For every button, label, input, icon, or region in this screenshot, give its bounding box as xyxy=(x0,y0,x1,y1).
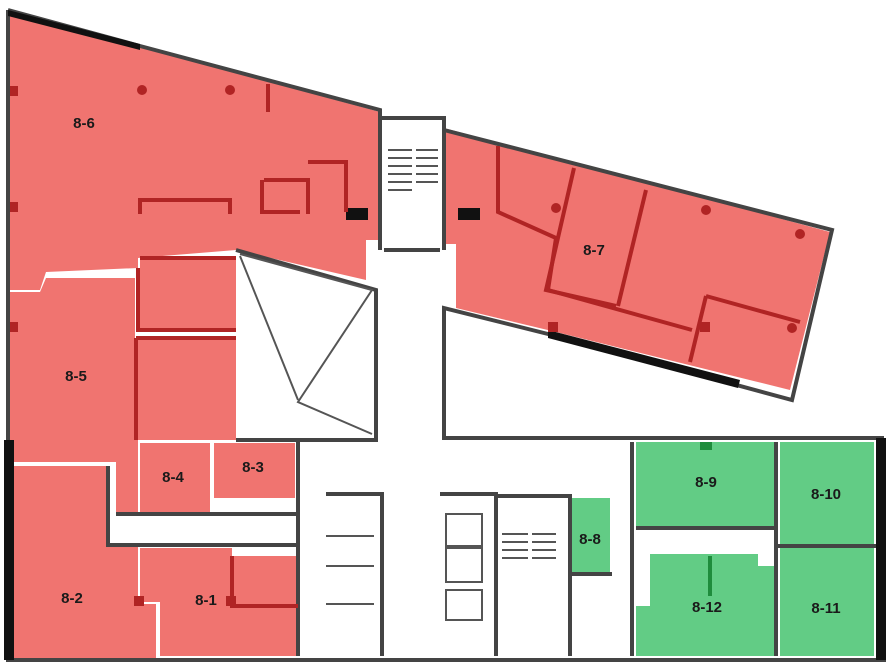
unit-8-8-area[interactable] xyxy=(572,498,610,572)
available-partitions xyxy=(700,442,712,596)
unit-8-2-area[interactable] xyxy=(14,466,156,658)
unit-8-9-area[interactable] xyxy=(636,442,776,528)
unit-label-8-5: 8-5 xyxy=(65,368,87,385)
unit-label-8-6: 8-6 xyxy=(73,115,95,132)
column-markers xyxy=(10,85,805,606)
unit-label-8-8: 8-8 xyxy=(579,531,601,548)
heavy-wall-segments xyxy=(4,10,886,660)
unit-label-8-1: 8-1 xyxy=(195,592,217,609)
unit-8-12-area[interactable] xyxy=(636,554,776,656)
unit-labels: 8-6 8-5 8-4 8-3 8-2 8-1 8-7 8-8 8-9 8-10… xyxy=(61,115,841,617)
unit-8-3-area[interactable] xyxy=(214,443,295,498)
unit-label-8-12: 8-12 xyxy=(692,599,722,616)
unit-label-8-3: 8-3 xyxy=(242,459,264,476)
occupied-partitions xyxy=(134,84,801,608)
unit-8-10-area[interactable] xyxy=(780,442,874,544)
unit-areas xyxy=(8,12,874,658)
unit-8-7-area[interactable] xyxy=(444,128,830,390)
unit-label-8-7: 8-7 xyxy=(583,242,605,259)
unit-label-8-4: 8-4 xyxy=(162,469,184,486)
stair-lines xyxy=(388,149,556,559)
unit-8-6-wing[interactable] xyxy=(140,258,236,328)
unit-8-5-area[interactable] xyxy=(8,278,236,514)
unit-label-8-10: 8-10 xyxy=(811,486,841,503)
unit-8-6-area[interactable] xyxy=(8,12,380,290)
unit-8-11-area[interactable] xyxy=(780,548,874,656)
unit-label-8-11: 8-11 xyxy=(811,600,840,617)
unit-label-8-9: 8-9 xyxy=(695,474,717,491)
unit-label-8-2: 8-2 xyxy=(61,590,83,607)
unit-8-4-area[interactable] xyxy=(140,443,210,512)
unit-8-1-area[interactable] xyxy=(140,548,298,656)
